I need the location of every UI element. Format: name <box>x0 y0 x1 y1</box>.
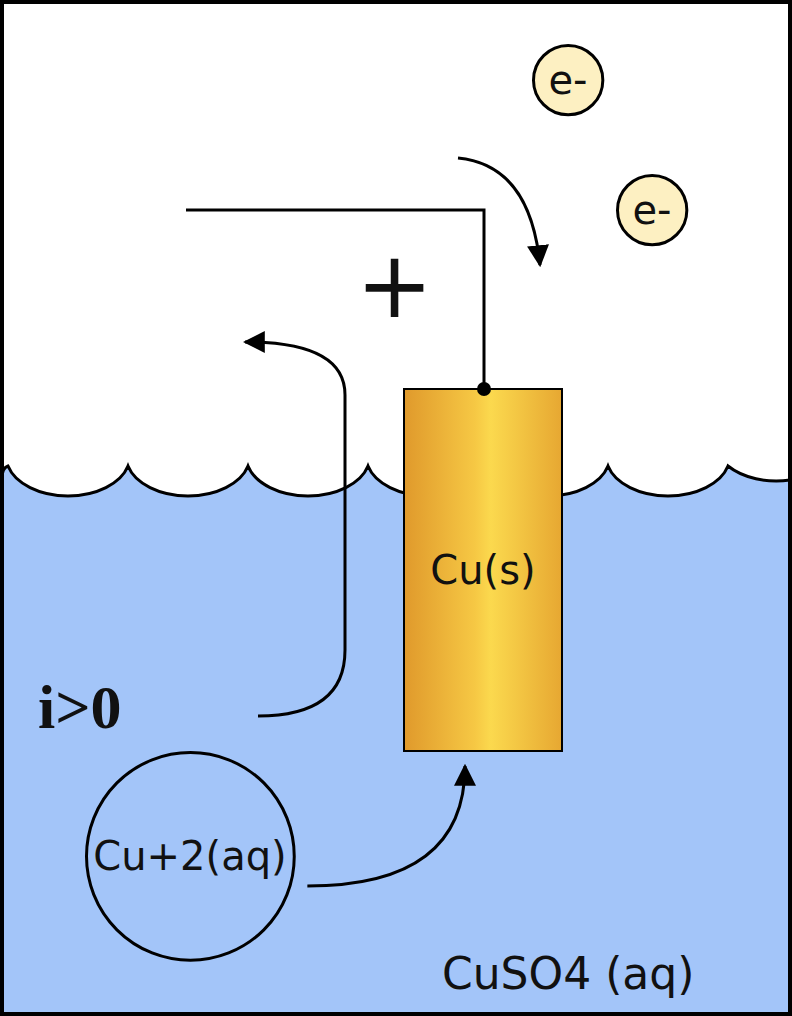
node-text: e- <box>548 57 587 103</box>
node-text: e- <box>632 187 671 233</box>
current-label: i>0 <box>38 672 122 743</box>
solution <box>2 466 790 1014</box>
electron-circle: e- <box>532 44 604 116</box>
electron-circle: e- <box>616 174 688 246</box>
copper-electrode: Cu(s) <box>403 388 563 752</box>
node-text: Cu+2(aq) <box>93 833 286 879</box>
current-arrow <box>245 342 345 716</box>
polarity-sign: + <box>356 232 433 339</box>
deposition-arrow <box>307 766 465 886</box>
wire <box>186 210 484 390</box>
node-text: Cu(s) <box>430 547 535 593</box>
electron-flow-arrow <box>458 158 540 265</box>
solution-label: CuSO4 (aq) <box>442 948 694 999</box>
ion-circle: Cu+2(aq) <box>85 751 296 962</box>
